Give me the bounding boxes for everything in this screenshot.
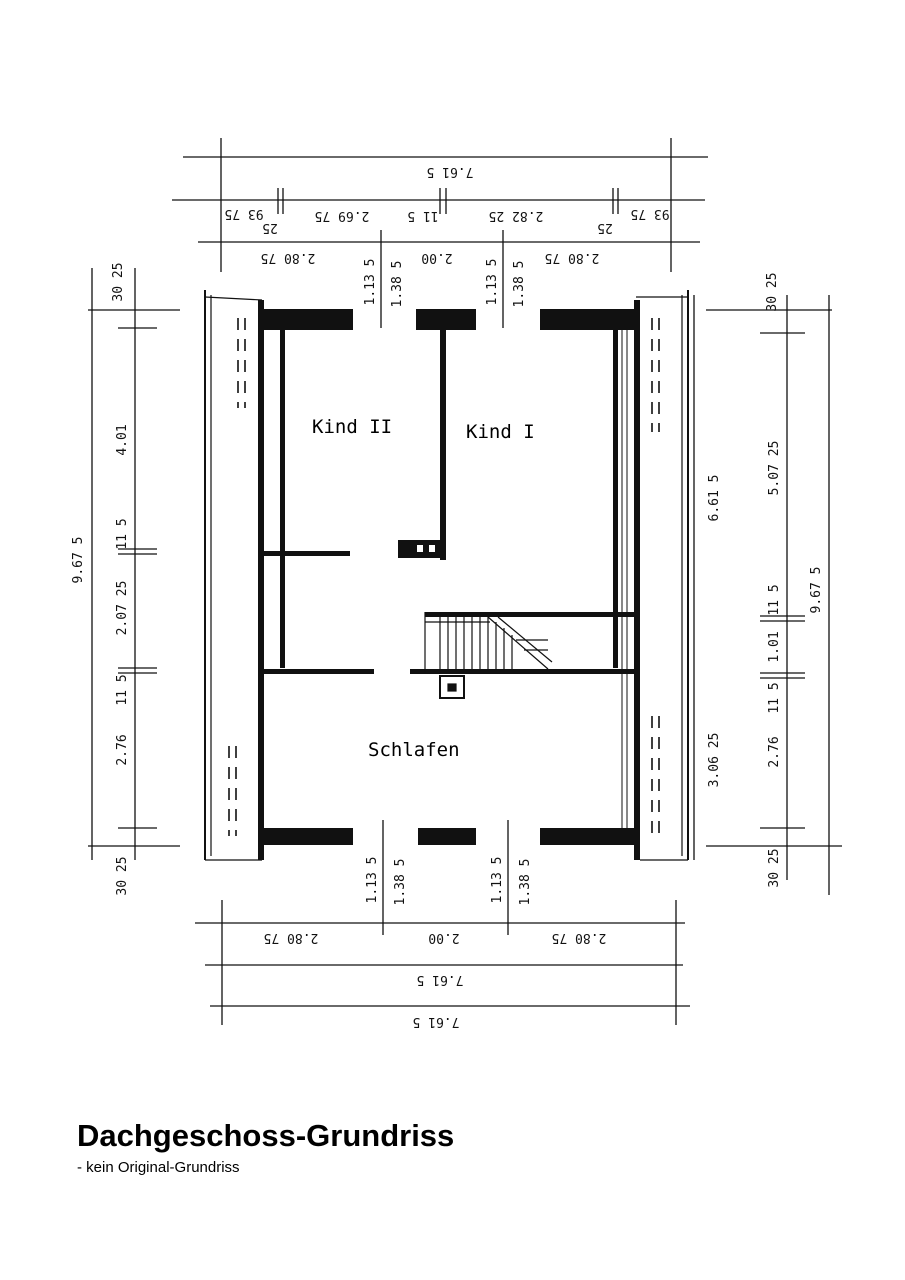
dim-left-d: 11 5 <box>115 674 130 705</box>
right-dimension-lines <box>693 295 842 895</box>
bottom-dimension-lines <box>195 820 690 1025</box>
floor-plan: Kind II Kind I Schlafen 7.61 5 93 75 25 … <box>71 138 842 1029</box>
knee-wall-dashes <box>228 318 660 836</box>
outer-walls <box>204 290 689 861</box>
dim-left-bottom: 30 25 <box>115 856 130 895</box>
dim-left-total: 9.67 5 <box>71 537 86 584</box>
caption-title: Dachgeschoss-Grundriss <box>77 1118 455 1153</box>
top-dimension-lines <box>172 138 708 328</box>
dim-right-e: 2.76 <box>767 736 782 767</box>
dim-left-a: 4.01 <box>115 424 130 455</box>
dim-right-bottom: 30 25 <box>767 848 782 887</box>
dim-top-sub-a: 93 75 <box>224 206 263 221</box>
dim-right-inner-a: 6.61 5 <box>707 475 722 522</box>
dim-top-win-b: 1.38 5 <box>390 261 405 308</box>
dim-top-win-d: 1.38 5 <box>512 261 527 308</box>
dim-left-top: 30 25 <box>111 262 126 301</box>
dim-top-win-c: 1.13 5 <box>485 259 500 306</box>
dim-top-sub-e: 2.82 25 <box>489 208 544 223</box>
dim-top-total: 7.61 5 <box>427 164 474 179</box>
dim-top-sub-d: 11 5 <box>407 208 438 223</box>
room-label-kind-i: Kind I <box>466 421 535 443</box>
caption-subtitle: - kein Original-Grundriss <box>77 1159 240 1176</box>
dim-right-top: 30 25 <box>765 272 780 311</box>
window-mullions <box>621 330 628 828</box>
main-walls <box>258 300 640 860</box>
dim-bot-win-b: 1.38 5 <box>393 859 408 906</box>
room-label-schlafen: Schlafen <box>368 739 460 761</box>
dim-left-b: 11 5 <box>115 518 130 549</box>
dim-bot-total-b: 7.61 5 <box>413 1014 460 1029</box>
dim-bot-row-mid: 2.00 <box>428 930 459 945</box>
dim-top-row-mid: 2.00 <box>421 250 452 265</box>
dim-top-row-left: 2.80 75 <box>261 250 316 265</box>
dim-right-total: 9.67 5 <box>809 567 824 614</box>
dim-top-sub-f: 25 <box>597 220 613 235</box>
room-label-kind-ii: Kind II <box>312 416 392 438</box>
chimney-openings <box>417 545 435 552</box>
dim-top-sub-b: 25 <box>262 220 278 235</box>
dim-bot-win-a: 1.13 5 <box>365 857 380 904</box>
dim-right-d: 11 5 <box>767 682 782 713</box>
dim-top-row-right: 2.80 75 <box>545 250 600 265</box>
dim-left-c: 2.07 25 <box>115 581 130 636</box>
dim-bot-row-right: 2.80 75 <box>552 930 607 945</box>
dim-bot-win-c: 1.13 5 <box>490 857 505 904</box>
dim-bot-win-d: 1.38 5 <box>518 859 533 906</box>
dim-top-sub-g: 93 75 <box>630 206 669 221</box>
dim-right-inner-b: 3.06 25 <box>707 733 722 788</box>
dim-right-b: 11 5 <box>767 584 782 615</box>
dim-top-sub-c: 2.69 75 <box>315 208 370 223</box>
dim-bot-total-a: 7.61 5 <box>417 972 464 987</box>
left-dimension-lines <box>88 268 180 860</box>
dim-bot-row-left: 2.80 75 <box>264 930 319 945</box>
dim-left-e: 2.76 <box>115 734 130 765</box>
dim-top-win-a: 1.13 5 <box>363 259 378 306</box>
dim-right-c: 1.01 <box>767 631 782 662</box>
dim-right-a: 5.07 25 <box>767 441 782 496</box>
staircase <box>424 612 553 699</box>
